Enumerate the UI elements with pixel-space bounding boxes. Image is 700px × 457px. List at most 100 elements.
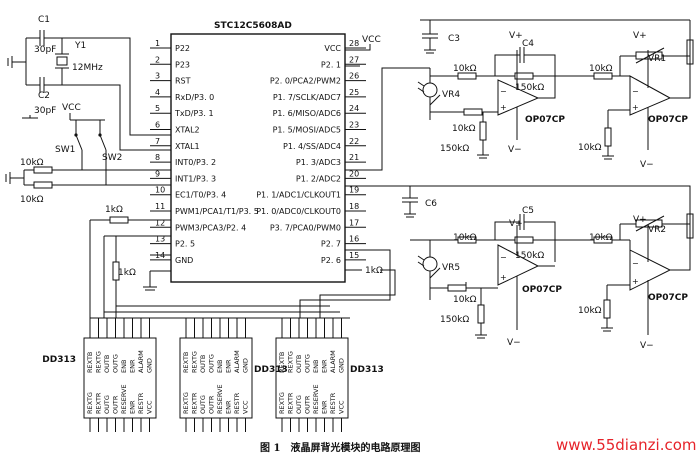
switch-circuit: VCC SW1 SW2 10kΩ 10kΩ VCC [5, 35, 381, 205]
opamp-1-label: OP07CP [525, 115, 565, 125]
mcu-pin-number: 7 [155, 137, 160, 146]
vr4-label: VR4 [442, 90, 460, 100]
dd313-chip-2: DD313REXTBREXTGREXTGREXTROUTBOUTGOUTGOUT… [179, 318, 288, 432]
dd313-pin-label: VCC [242, 400, 250, 414]
dd313-pin-label: ALARM [233, 350, 241, 373]
r-1k-label-b: 1kΩ [118, 268, 136, 278]
dd313-pin-label: OUTR [208, 395, 216, 414]
mcu-pin-number: 21 [349, 153, 359, 162]
mcu-pin-label: XTAL2 [175, 126, 200, 135]
dd313-pin-label: OUTG [103, 395, 111, 414]
dd313-pin-label: REXTG [278, 392, 286, 414]
dd313-pin-label: ENR [321, 359, 329, 373]
top-r1-label: 10kΩ [453, 64, 477, 74]
dd313-pin-label: REXTG [95, 351, 103, 373]
mcu-pin-number: 28 [349, 39, 359, 48]
mcu-pin-number: 22 [349, 137, 359, 146]
dd313-pin-label: ENR [225, 359, 233, 373]
sw1-label: SW1 [55, 145, 75, 155]
dd313-pin-label: RESERVE [216, 384, 224, 414]
mcu-pin-label: XTAL1 [175, 142, 200, 151]
svg-text:+: + [500, 273, 507, 282]
dd313-pin-label: ENR [321, 400, 329, 414]
bot-r1-label: 10kΩ [453, 233, 477, 243]
mcu-pin-label: P23 [175, 60, 190, 69]
dd313-pin-label: VCC [146, 400, 154, 414]
c6-label: C6 [425, 199, 437, 209]
mcu-pin-number: 16 [349, 235, 359, 244]
opamp-section-top: C3 VR4 10kΩ C4 150kΩ − + V+ V− OP07CP 10… [417, 19, 694, 170]
dd313-pin-label: GND [146, 358, 154, 373]
dd313-name: DD313 [350, 365, 384, 375]
y1-label: Y1 [74, 41, 86, 51]
c4-label: C4 [522, 39, 534, 49]
mcu-pin-label: P1. 3/ADC3 [296, 158, 341, 167]
dd313-pin-label: GND [242, 358, 250, 373]
mcu-pin-number: 27 [349, 55, 359, 64]
vminus-bot-1: V− [507, 338, 521, 348]
mcu-pin-label: TxD/P3. 1 [174, 109, 214, 118]
dd313-name: DD313 [254, 365, 288, 375]
dd313-pin-label: REXTB [182, 352, 190, 373]
mcu-pin-number: 1 [155, 39, 160, 48]
svg-text:+: + [632, 277, 639, 286]
bot-r5-label: 10kΩ [589, 233, 613, 243]
dd313-pin-label: OUTB [103, 355, 111, 373]
dd313-pin-label: REXTR [287, 392, 295, 414]
mcu-pin-label: P1. 1/ADC1/CLKOUT1 [256, 191, 341, 200]
mcu-pin-number: 9 [155, 169, 160, 178]
mcu-pin-label: P2. 7 [321, 240, 341, 249]
r-1k-label-a: 1kΩ [105, 205, 123, 215]
watermark: www.55dianzi.com [556, 436, 697, 454]
svg-text:−: − [632, 259, 639, 268]
dd313-pin-label: OUTG [199, 395, 207, 414]
mcu-pin-number: 5 [155, 104, 160, 113]
dd313-pin-label: ENB [120, 360, 128, 373]
top-r3-label: 10kΩ [452, 124, 476, 134]
bot-r2-label: 150kΩ [515, 251, 544, 261]
mcu-pin-number: 6 [155, 121, 160, 130]
mcu-pin-label: P2. 0/PCA2/PWM2 [270, 77, 341, 86]
vr2-label: VR2 [648, 225, 666, 235]
mcu-pin-label: PWM3/PCA3/P2. 4 [175, 223, 246, 232]
mcu-pin-number: 15 [349, 251, 359, 260]
c1-value: 30pF [34, 45, 56, 55]
dd313-pin-label: ALARM [137, 350, 145, 373]
mcu-pin-label: PWM1/PCA1/T1/P3. 5 [175, 207, 259, 216]
y1-value: 12MHz [72, 63, 103, 73]
mcu-pin-label: INT1/P3. 3 [175, 174, 216, 183]
opamp-2-label: OP07CP [648, 115, 688, 125]
mcu-pin-label: INT0/P3. 2 [175, 158, 216, 167]
pwm-routing: 1kΩ 1kΩ 1kΩ [89, 65, 660, 318]
dd313-pin-label: OUTB [295, 355, 303, 373]
mcu-pin-number: 18 [349, 202, 359, 211]
bot-r6-label: 10kΩ [578, 306, 602, 316]
r-10k-label-a: 10kΩ [20, 158, 44, 168]
vplus-top-2: V+ [633, 31, 647, 41]
mcu-pin-label: RST [175, 77, 191, 86]
mcu-pin-number: 12 [155, 218, 165, 227]
vplus-bot-1: V+ [509, 219, 523, 229]
dd313-bus-lines [90, 305, 350, 319]
dd313-pin-label: OUTB [199, 355, 207, 373]
dd313-pin-label: OUTR [304, 395, 312, 414]
dd313-pin-label: ENB [312, 360, 320, 373]
mcu-pin-label: P3. 7/PCA0/PWM0 [270, 223, 341, 232]
vplus-top-1: V+ [509, 31, 523, 41]
mcu-pin-number: 3 [155, 72, 160, 81]
mcu-pin-label: P2. 6 [321, 256, 341, 265]
vplus-bot-2: V+ [633, 215, 647, 225]
mcu-pin-label: P1. 2/ADC2 [296, 174, 341, 183]
dd313-pin-label: OUTG [112, 354, 120, 373]
dd313-pin-label: ENR [129, 400, 137, 414]
c2-label: C2 [38, 91, 50, 101]
dd313-pin-label: RESTR [329, 392, 337, 414]
mcu-pin-number: 25 [349, 88, 359, 97]
r-1k-label-c: 1kΩ [365, 266, 383, 276]
mcu-pin-number: 11 [155, 202, 165, 211]
dd313-pin-label: REXTG [191, 351, 199, 373]
dd313-chip-3: DD313REXTBREXTGREXTGREXTROUTBOUTGOUTGOUT… [275, 318, 384, 432]
dd313-pin-label: RESERVE [120, 384, 128, 414]
